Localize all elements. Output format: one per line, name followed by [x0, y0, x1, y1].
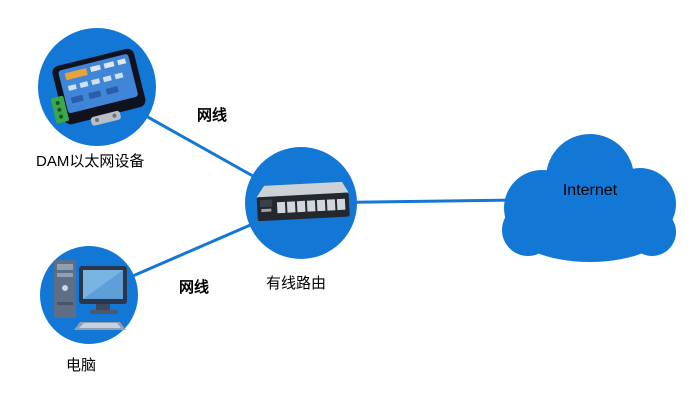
wired-router-switch-icon	[256, 181, 350, 222]
node-dam-device	[38, 28, 156, 146]
cable-label-dam-router: 网线	[197, 107, 228, 124]
internet-label: Internet	[562, 182, 618, 199]
dam-device-label: DAM以太网设备	[36, 153, 145, 170]
node-router	[245, 147, 357, 259]
dam-ethernet-device-icon	[50, 48, 146, 126]
node-computer	[40, 246, 138, 344]
cloud-icon	[502, 134, 676, 262]
computer-label: 电脑	[66, 357, 97, 374]
desktop-computer-icon	[54, 260, 127, 330]
cable-label-pc-router: 网线	[179, 279, 210, 296]
router-label: 有线路由	[266, 275, 327, 292]
